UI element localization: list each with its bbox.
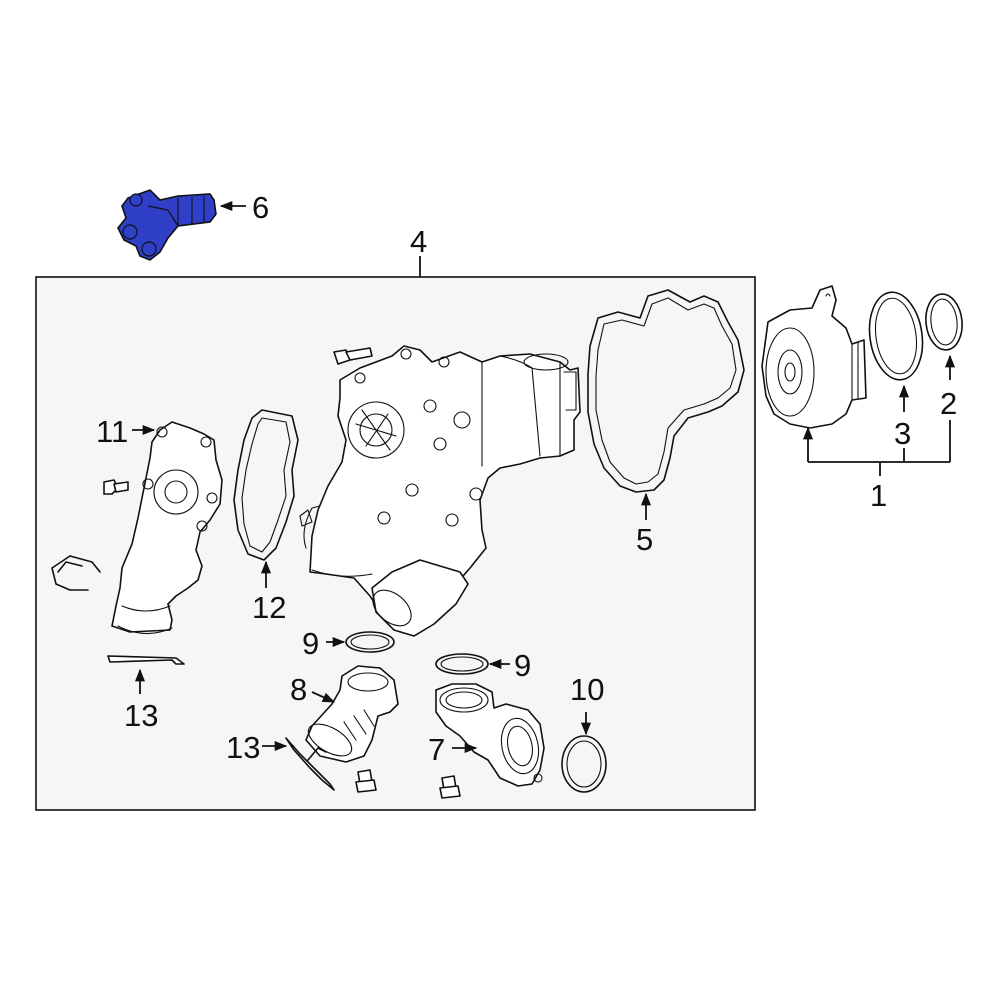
part-5-large-gasket[interactable] <box>587 289 745 493</box>
leader-8 <box>311 691 336 703</box>
callout-5: 5 <box>636 522 653 557</box>
callout-10: 10 <box>570 672 604 707</box>
callout-13a: 13 <box>124 698 158 733</box>
part-3-seal-ring[interactable] <box>864 289 928 383</box>
part-10-o-ring[interactable] <box>561 735 607 793</box>
bolt-bottom-a <box>355 769 377 793</box>
callout-12: 12 <box>252 590 286 625</box>
part-9-o-ring-right[interactable] <box>435 653 489 675</box>
part-9-o-ring-right-inner <box>440 656 484 672</box>
part-9-o-ring-left-inner <box>350 634 390 650</box>
pump-housing[interactable] <box>299 345 581 637</box>
part-7-outlet[interactable] <box>435 683 545 787</box>
part-6-valve[interactable] <box>117 189 217 261</box>
callout-8: 8 <box>290 672 307 707</box>
bolt-top-center <box>333 347 373 365</box>
part-13-clip-lower[interactable] <box>285 737 335 791</box>
part-10-o-ring-inner <box>566 740 602 788</box>
part-9-o-ring-left[interactable] <box>345 631 395 653</box>
retaining-clip-left[interactable] <box>51 555 101 591</box>
callout-9a: 9 <box>302 626 319 661</box>
part-8-connector[interactable] <box>303 665 399 763</box>
part-12-gasket[interactable] <box>233 409 299 561</box>
callout-7: 7 <box>428 732 445 767</box>
callout-4: 4 <box>410 224 427 259</box>
callout-1: 1 <box>870 478 887 513</box>
part-1-water-pump[interactable] <box>761 285 867 429</box>
callout-9b: 9 <box>514 648 531 683</box>
bolt-small-left <box>103 479 129 495</box>
callout-13b: 13 <box>226 730 260 765</box>
callout-3: 3 <box>894 416 911 451</box>
part-2-o-ring[interactable] <box>923 292 965 351</box>
callout-11: 11 <box>96 414 128 449</box>
callout-2: 2 <box>940 386 957 421</box>
bolt-bottom-b <box>439 775 461 799</box>
part-11-cover-plate[interactable] <box>111 421 223 635</box>
callout-6: 6 <box>252 190 269 225</box>
part-13-bracket-left[interactable] <box>107 655 185 665</box>
